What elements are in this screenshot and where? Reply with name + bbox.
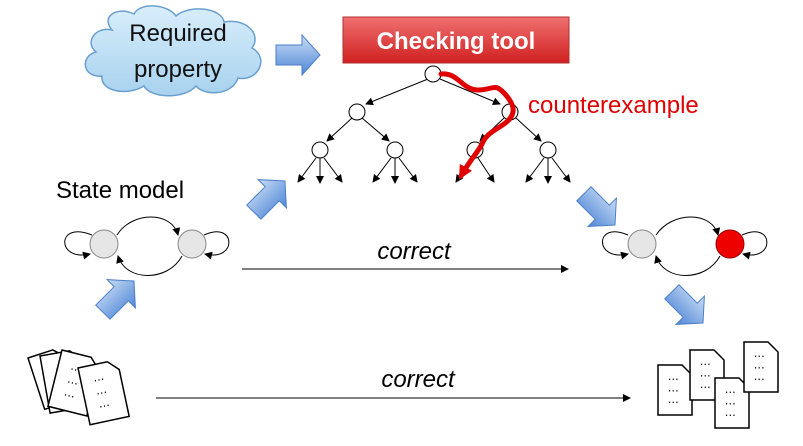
tree-nodes <box>311 65 557 159</box>
result-to-docs-arrow <box>657 277 718 338</box>
state-node <box>89 229 119 259</box>
document-dots: … <box>66 373 80 388</box>
document-dots: … <box>754 359 765 372</box>
checking-tool-label: Checking tool <box>377 28 536 55</box>
tree-to-result-arrow <box>569 179 630 240</box>
document-dots: … <box>63 385 77 400</box>
document-dots: … <box>700 367 711 380</box>
document-dots: … <box>668 393 679 406</box>
documents-right: ……………………………… <box>657 341 779 429</box>
document-dots: … <box>94 383 107 398</box>
document-dots: … <box>754 347 765 360</box>
checking-tool-box: Checking tool <box>342 16 570 64</box>
document-dots: … <box>725 395 736 408</box>
document-dots: … <box>668 382 679 395</box>
correct-label-top: correct <box>377 238 452 265</box>
document-sheet: ……… <box>714 377 750 429</box>
required-property-line1: Required <box>129 20 226 47</box>
required-property-line2: property <box>134 56 222 83</box>
tree-node <box>539 141 557 159</box>
document-dots: … <box>668 370 679 383</box>
document-dots: … <box>725 406 736 419</box>
state-node <box>177 229 207 259</box>
document-dots: … <box>700 378 711 391</box>
state-model-left <box>64 216 230 276</box>
documents-left: ……………………………… <box>27 349 131 426</box>
tree-node <box>348 103 366 121</box>
state-model-label: State model <box>56 177 184 204</box>
counterexample-path <box>438 71 516 180</box>
state-tree <box>297 78 571 184</box>
correct-label-bottom: correct <box>381 366 456 393</box>
document-dots: … <box>92 370 105 385</box>
state-node <box>627 229 657 259</box>
counterexample-label: counterexample <box>528 92 699 119</box>
document-dots: … <box>754 370 765 383</box>
tree-node <box>311 141 329 159</box>
document-sheet: ……… <box>743 341 779 393</box>
document-sheet: ……… <box>657 364 693 416</box>
state-model-right <box>602 216 768 276</box>
document-sheet: ……… <box>77 360 131 426</box>
required-property-cloud: Required property <box>84 5 262 97</box>
cloud-to-tool-arrow <box>275 34 321 76</box>
error-state-node <box>715 229 745 259</box>
document-dots: … <box>700 355 711 368</box>
docs-to-model-arrow <box>88 266 149 327</box>
document-dots: … <box>725 383 736 396</box>
state-model-to-tree-arrow <box>239 166 300 227</box>
tree-node <box>386 141 404 159</box>
document-dots: … <box>97 396 110 411</box>
